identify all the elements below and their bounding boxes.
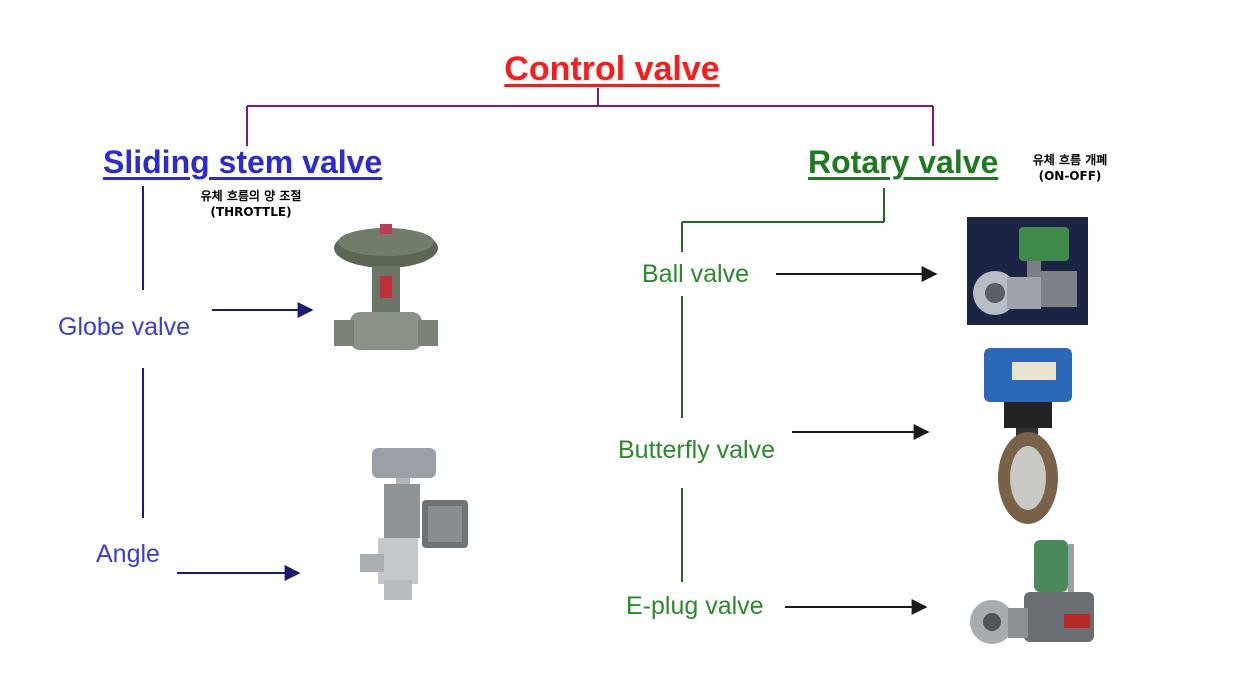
diagram-title: Control valve: [504, 50, 720, 88]
ball-valve-icon: [967, 217, 1088, 325]
sliding-note-line2: (THROTTLE): [210, 205, 292, 219]
globe-valve-label: Globe valve: [58, 313, 191, 341]
ball-valve-label: Ball valve: [642, 260, 749, 288]
sliding-stem-heading: Sliding stem valve: [103, 144, 383, 180]
globe-valve-icon: [334, 224, 438, 350]
rotary-lines: [681, 188, 885, 582]
sliding-stem-note: 유체 흐름의 양 조절 (THROTTLE): [176, 188, 326, 220]
title-connector: [246, 88, 934, 146]
sliding-note-line1: 유체 흐름의 양 조절: [200, 189, 302, 203]
butterfly-valve-icon: [984, 348, 1072, 524]
e-plug-valve-label: E-plug valve: [626, 592, 764, 620]
angle-valve-label: Angle: [96, 540, 160, 568]
rotary-note-line2: (ON-OFF): [1038, 169, 1102, 183]
rotary-note-line1: 유체 흐름 개폐: [1032, 153, 1108, 167]
rotary-heading: Rotary valve: [808, 144, 999, 180]
e-plug-valve-icon: [970, 540, 1094, 644]
angle-valve-icon: [360, 448, 468, 600]
butterfly-valve-label: Butterfly valve: [618, 436, 776, 464]
rotary-note: 유체 흐름 개폐 (ON-OFF): [1005, 152, 1135, 184]
